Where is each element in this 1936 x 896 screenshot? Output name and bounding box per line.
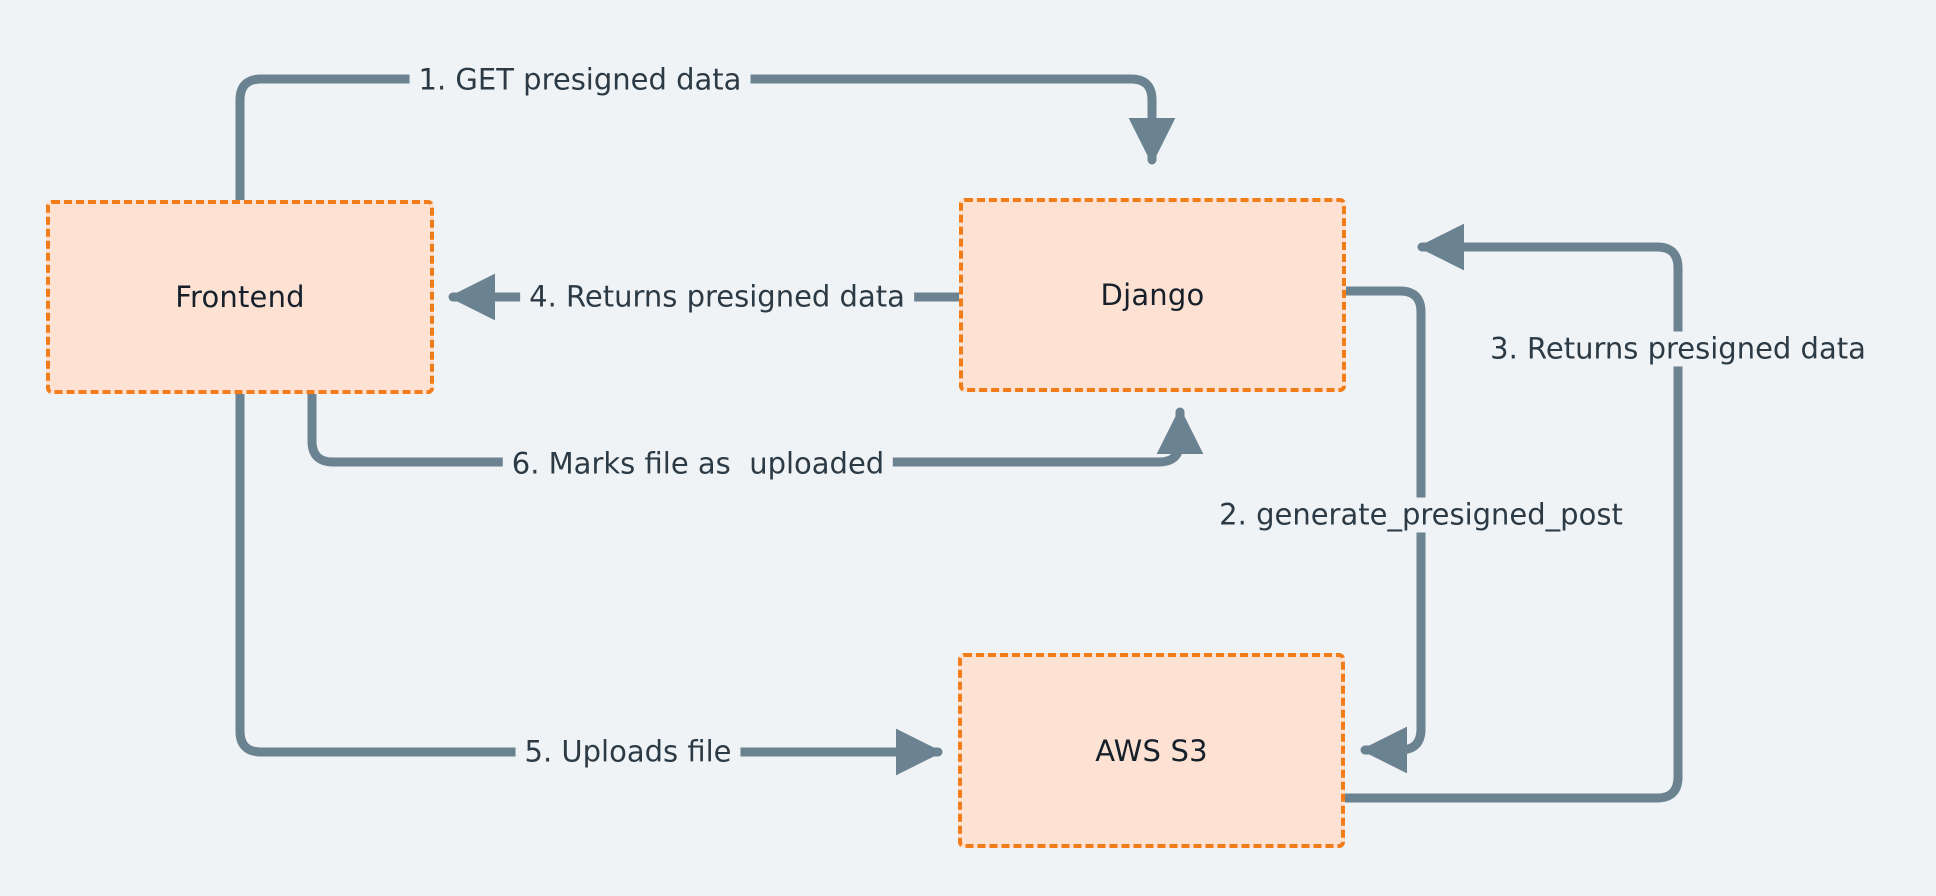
node-aws-s3[interactable]: AWS S3 <box>958 653 1345 848</box>
edge-path-5 <box>235 389 943 776</box>
edge-label-5: 5. Uploads file <box>515 734 741 770</box>
node-frontend-label: Frontend <box>175 280 305 314</box>
edge-label-6: 6. Marks file as uploaded <box>502 446 894 482</box>
node-django[interactable]: Django <box>959 198 1346 392</box>
node-django-label: Django <box>1100 278 1205 312</box>
node-frontend[interactable]: Frontend <box>46 200 434 394</box>
edge-label-2: 2. generate_presigned_post <box>1210 497 1632 533</box>
edge-path-3 <box>1341 223 1683 803</box>
node-aws-s3-label: AWS S3 <box>1095 733 1208 768</box>
edge-label-1: 1. GET presigned data <box>409 62 751 98</box>
edge-label-4: 4. Returns presigned data <box>520 279 914 315</box>
edge-label-3: 3. Returns presigned data <box>1481 331 1875 367</box>
